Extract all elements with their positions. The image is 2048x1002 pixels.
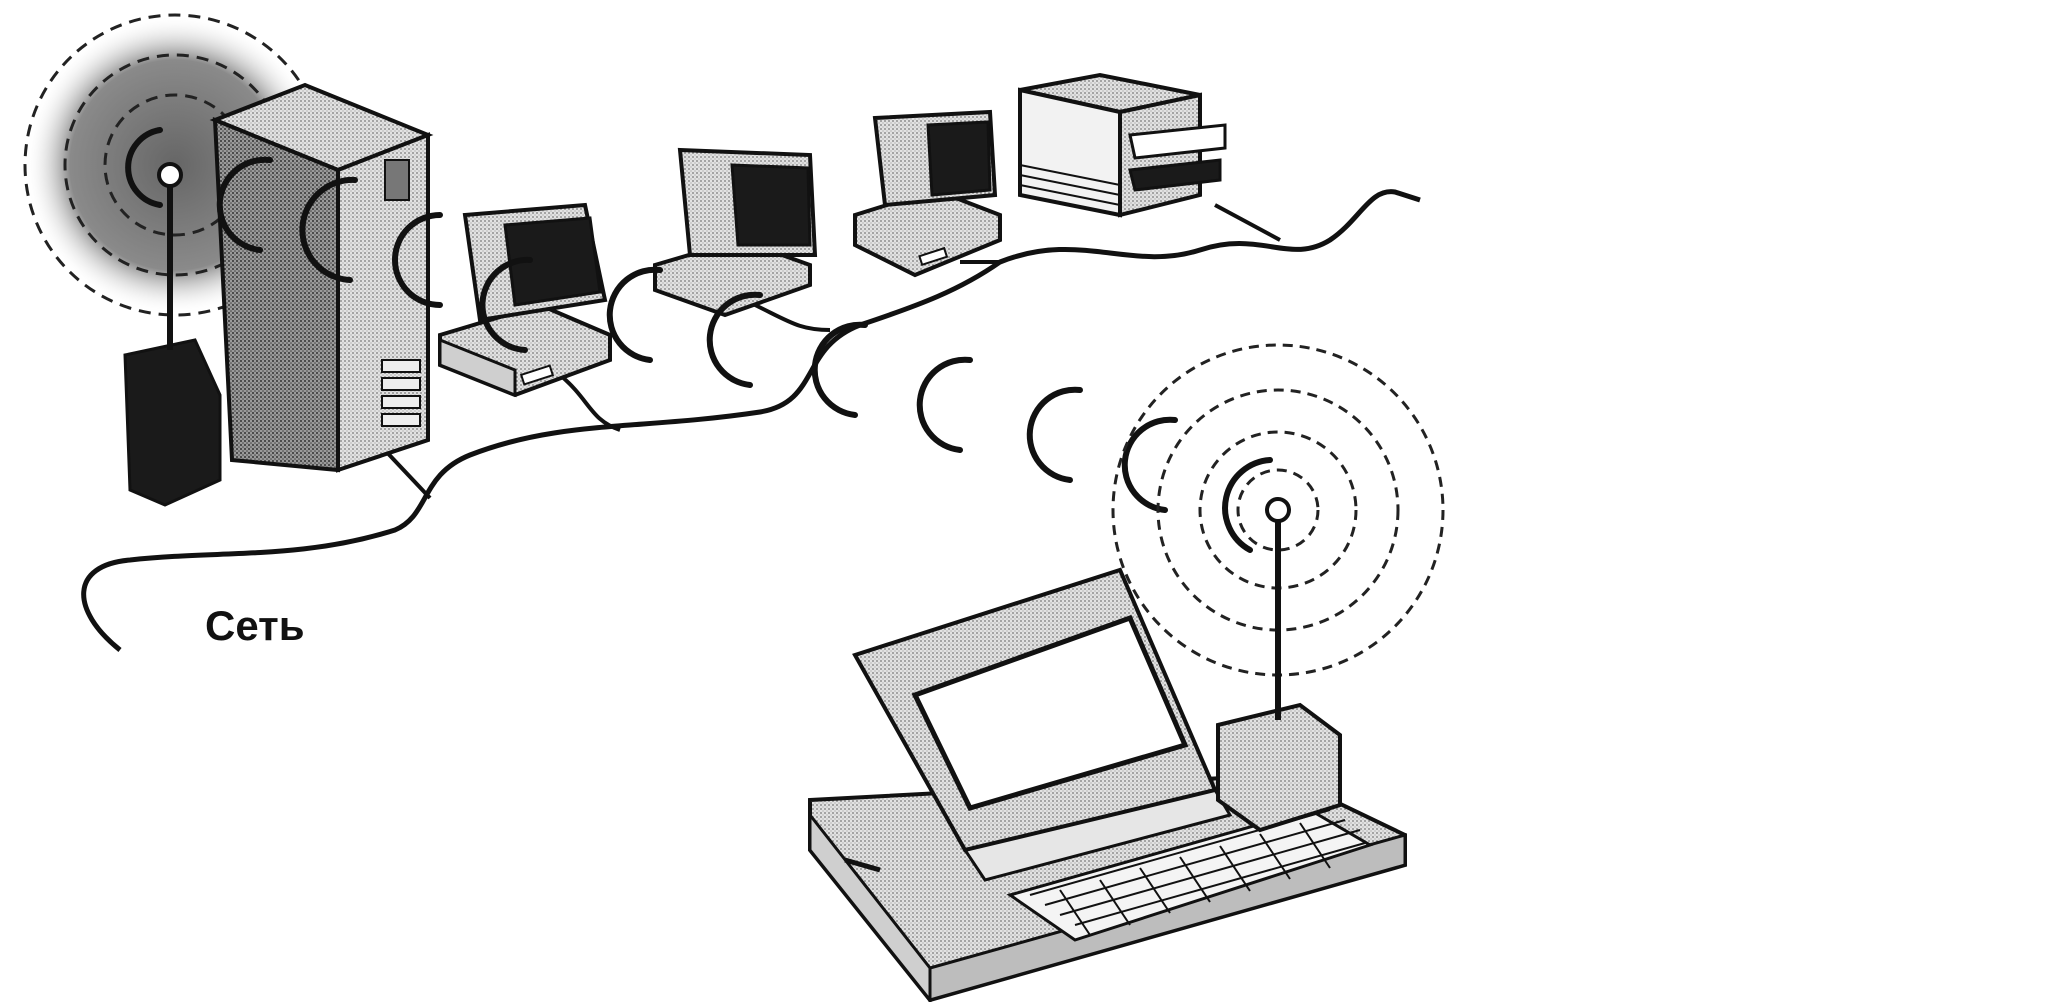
desktop-computer <box>653 147 818 318</box>
antenna-box <box>123 338 222 507</box>
antenna-tip-icon <box>157 162 183 188</box>
server-vent <box>381 377 421 391</box>
printer-stripe <box>1019 184 1121 206</box>
laptop-with-radio-modem <box>808 497 1407 1002</box>
cable-branch-desktop-2 <box>754 303 831 332</box>
monitor-screen <box>730 163 812 247</box>
wave-arc <box>125 127 163 208</box>
wave-arc <box>1121 416 1178 513</box>
monitor-screen <box>926 120 992 197</box>
radio-modem <box>1216 702 1342 833</box>
printer <box>1018 72 1227 218</box>
printer-stripe <box>1019 164 1121 186</box>
radio-waves <box>125 127 1273 553</box>
monitor-screen <box>503 216 602 307</box>
laptop-wave-ring <box>1236 468 1320 552</box>
wave-arc <box>811 321 868 418</box>
desktop-computer <box>853 109 1002 278</box>
printer-body <box>1018 87 1122 218</box>
laptop-screen <box>911 614 1189 811</box>
network-cable <box>81 189 1421 652</box>
keyboard <box>1006 808 1374 942</box>
wave-arc <box>479 256 533 353</box>
wave-arc <box>299 176 358 283</box>
desktop-computer <box>438 202 612 398</box>
wave-arc <box>606 266 663 363</box>
wave-arc <box>392 212 443 308</box>
cable-branch-printer <box>1214 203 1281 242</box>
server-drive-slot <box>384 159 410 201</box>
wave-arc <box>706 291 763 388</box>
server-vent <box>381 413 421 427</box>
wave-arc <box>916 356 973 453</box>
laptop-slot <box>844 857 881 873</box>
printer-stripe <box>1019 174 1121 196</box>
wave-arc <box>216 156 273 253</box>
network-label: Сеть <box>205 602 305 649</box>
server-vent <box>381 395 421 409</box>
wave-arc <box>1222 457 1273 553</box>
wave-arc <box>1026 386 1083 483</box>
desktop-drive <box>519 364 555 386</box>
server-vent <box>381 359 421 373</box>
desktop-drive <box>918 246 949 267</box>
printer-tray <box>1128 123 1227 160</box>
desktop-base-front <box>438 337 517 398</box>
printer-tray <box>1128 158 1222 192</box>
cable-branch-desktop-1 <box>558 373 621 432</box>
radio-modem-antenna-tip-icon <box>1265 497 1291 523</box>
